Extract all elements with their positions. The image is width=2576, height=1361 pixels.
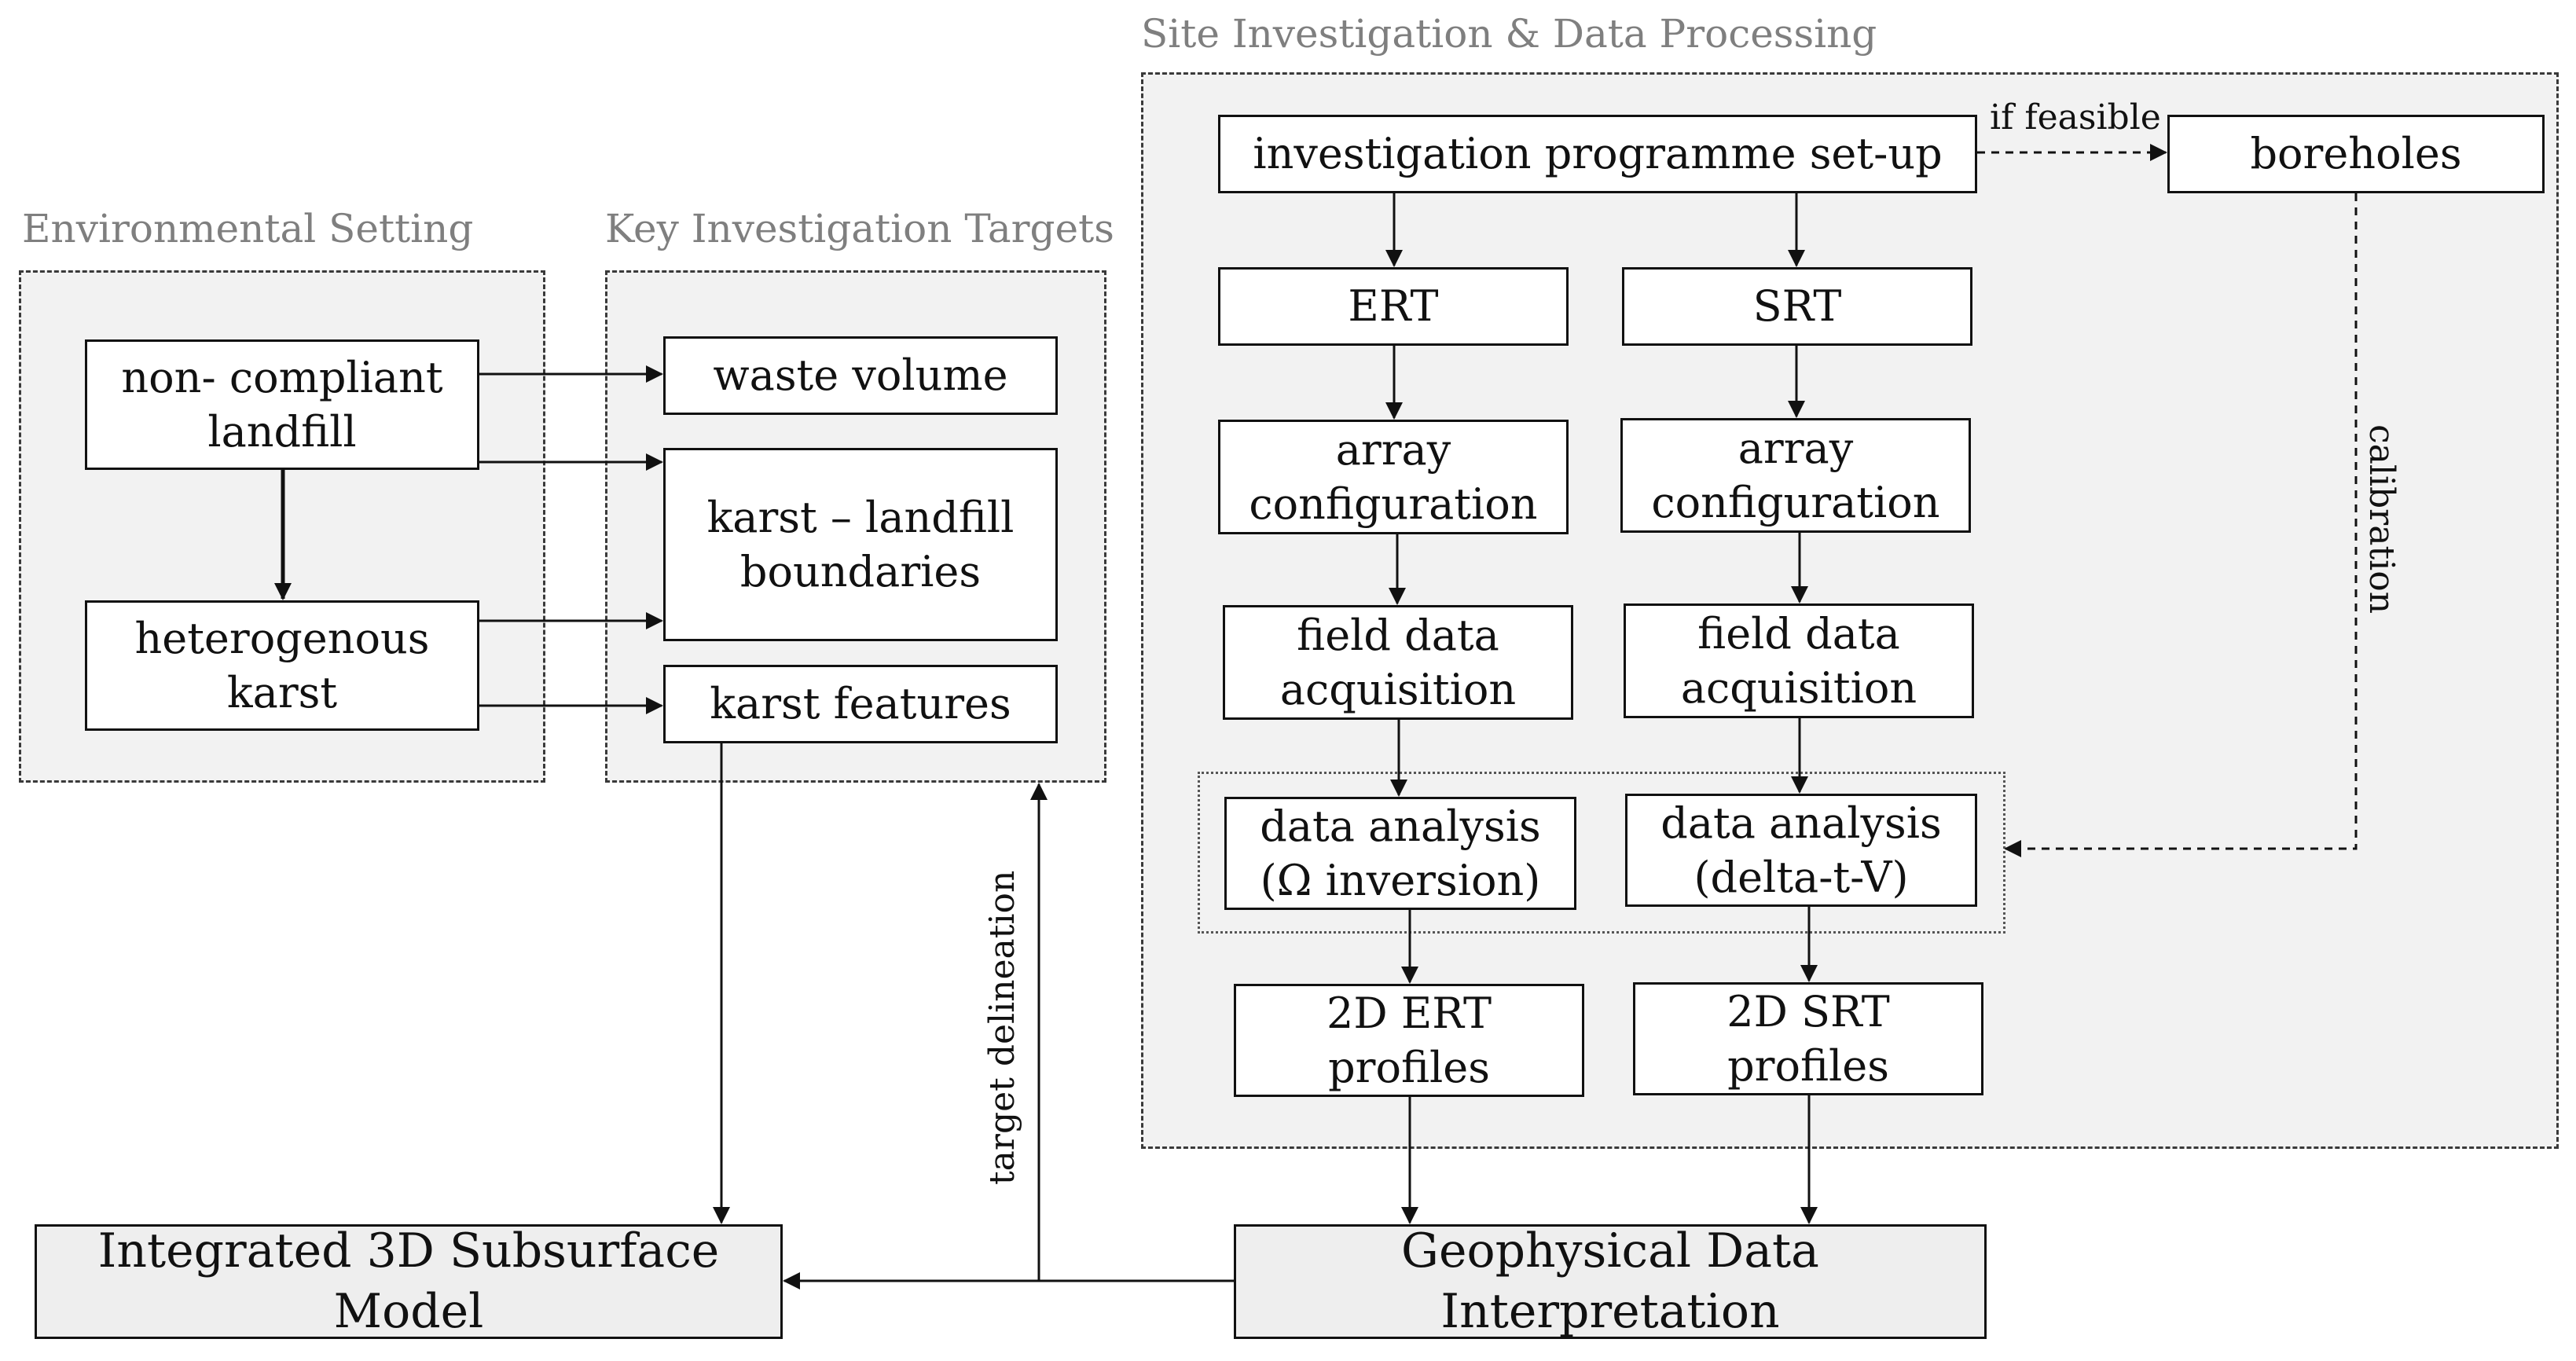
ert-array-configuration-node: array configuration (1218, 420, 1569, 534)
2d-ert-profiles-node: 2D ERT profiles (1234, 984, 1584, 1097)
waste-volume-node: waste volume (663, 336, 1058, 415)
investigation-programme-node: investigation programme set-up (1218, 115, 1977, 193)
heterogenous-karst-node: heterogenous karst (85, 600, 479, 731)
srt-array-configuration-node: array configuration (1620, 418, 1971, 533)
karst-features-node: karst features (663, 665, 1058, 743)
ert-field-data-acquisition-node: field data acquisition (1223, 605, 1573, 720)
srt-field-data-acquisition-node: field data acquisition (1624, 603, 1974, 718)
site-investigation-title: Site Investigation & Data Processing (1141, 11, 1877, 57)
srt-node: SRT (1622, 267, 1972, 346)
key-targets-title: Key Investigation Targets (605, 206, 1114, 251)
karst-landfill-boundaries-node: karst – landfill boundaries (663, 448, 1058, 641)
srt-data-analysis-node: data analysis (delta-t-V) (1625, 794, 1977, 907)
ert-node: ERT (1218, 267, 1569, 346)
integrated-3d-model-node: Integrated 3D Subsurface Model (35, 1223, 783, 1339)
boreholes-node: boreholes (2167, 115, 2545, 193)
2d-srt-profiles-node: 2D SRT profiles (1633, 982, 1983, 1095)
geophysical-interpretation-node: Geophysical Data Interpretation (1234, 1223, 1987, 1339)
non-compliant-landfill-node: non- compliant landfill (85, 339, 479, 470)
ert-data-analysis-node: data analysis (Ω inversion) (1224, 797, 1576, 910)
environmental-setting-title: Environmental Setting (22, 206, 474, 251)
target-delineation-label: target delineation (982, 871, 1022, 1185)
